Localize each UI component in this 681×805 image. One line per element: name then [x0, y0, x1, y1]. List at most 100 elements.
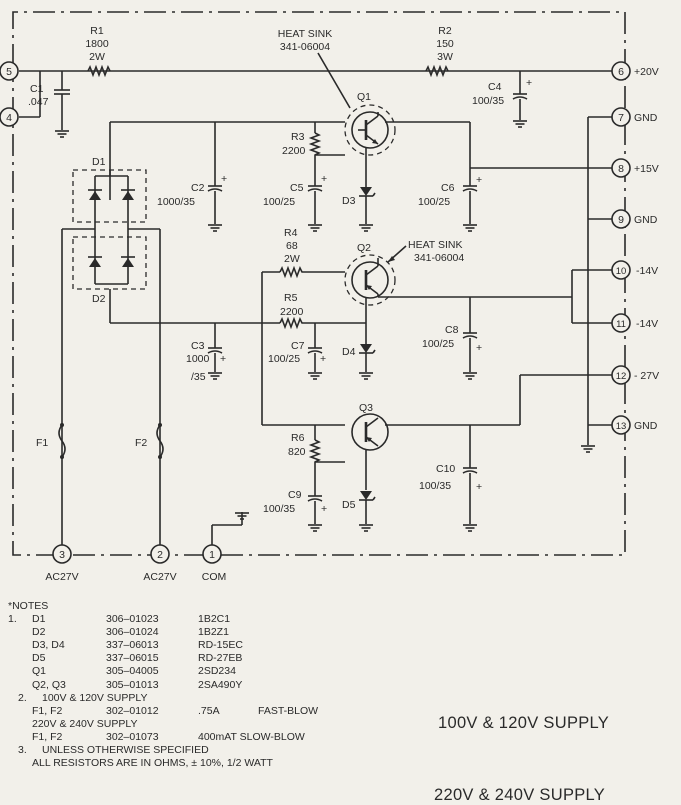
transistor-q1: [351, 111, 389, 149]
terminal-12: 12: [611, 365, 631, 385]
r5-val: 2200: [280, 306, 304, 318]
c9-ref: C9: [288, 489, 302, 501]
d4-ref: D4: [342, 346, 356, 358]
r4-watt: 2W: [284, 253, 300, 265]
heatsink1-title: HEAT SINK: [278, 28, 332, 40]
terminal-10: 10: [611, 260, 631, 280]
c7-plus: +: [320, 353, 326, 365]
supply-label-220-240: 220V & 240V SUPPLY: [434, 786, 606, 804]
heatsink2-part: 341-06004: [414, 252, 464, 264]
c7-val: 100/25: [268, 353, 300, 365]
svg-text:13: 13: [616, 421, 627, 432]
t12-label: - 27V: [634, 370, 659, 382]
terminal-13: 13: [611, 415, 631, 435]
resistor-r3: [308, 132, 322, 170]
q1-ref: Q1: [357, 91, 371, 103]
c4-val: 100/35: [472, 95, 504, 107]
c6-ref: C6: [441, 182, 455, 194]
d5-ref: D5: [342, 499, 356, 511]
terminal-8: 8: [611, 158, 631, 178]
t1-label: COM: [202, 571, 227, 583]
capacitor-c2: [207, 185, 223, 192]
f1-ref: F1: [36, 437, 48, 449]
heatsink2-title: HEAT SINK: [408, 239, 462, 251]
capacitor-c5: [307, 185, 323, 192]
r6-ref: R6: [291, 432, 305, 444]
c10-plus: +: [476, 481, 482, 493]
r2-watt: 3W: [437, 51, 453, 63]
svg-text:11: 11: [616, 319, 626, 330]
t8-label: +15V: [634, 163, 659, 175]
c5-ref: C5: [290, 182, 304, 194]
c1-ref: C1: [30, 83, 44, 95]
svg-text:1: 1: [209, 549, 215, 561]
svg-text:9: 9: [618, 214, 624, 226]
resistor-r5: [279, 316, 366, 330]
zener-d3: [360, 187, 372, 196]
r2-ref: R2: [438, 25, 452, 37]
r6-val: 820: [288, 446, 306, 458]
svg-text:6: 6: [618, 66, 624, 78]
svg-text:3: 3: [59, 549, 65, 561]
r1-val: 1800: [85, 38, 109, 50]
terminal-2: 2: [150, 544, 170, 564]
t7-label: GND: [634, 112, 658, 124]
capacitor-c6: [462, 185, 478, 192]
resistor-r1: [87, 64, 111, 78]
c2-ref: C2: [191, 182, 205, 194]
c6-val: 100/25: [418, 196, 450, 208]
svg-text:5: 5: [6, 66, 12, 78]
d1-ref: D1: [92, 156, 106, 168]
svg-text:7: 7: [618, 112, 624, 124]
terminal-1: 1: [202, 544, 222, 564]
heatsink1-part: 341-06004: [280, 41, 330, 53]
c3-plus: +: [220, 353, 226, 365]
t10-label: -14V: [636, 265, 658, 277]
board-outline: [12, 11, 626, 556]
q3-ref: Q3: [359, 402, 373, 414]
c3-ref: C3: [191, 340, 205, 352]
diode-bridge-d1: [88, 189, 135, 200]
fuse-f1: [58, 424, 66, 458]
c10-val: 100/35: [419, 480, 451, 492]
c5-val: 100/25: [263, 196, 295, 208]
r4-val: 68: [286, 240, 298, 252]
c3-val2: /35: [191, 371, 206, 383]
diode-bridge-d2: [88, 256, 135, 267]
f2-ref: F2: [135, 437, 147, 449]
r4-ref: R4: [284, 227, 298, 239]
svg-text:2: 2: [157, 549, 163, 561]
note-row: 2.100V & 120V SUPPLY: [18, 691, 148, 704]
capacitor-c10: [462, 467, 478, 474]
q2-ref: Q2: [357, 242, 371, 254]
c8-val: 100/25: [422, 338, 454, 350]
d2-ref: D2: [92, 293, 106, 305]
t2-label: AC27V: [143, 571, 176, 583]
t6-label: +20V: [634, 66, 659, 78]
r1-watt: 2W: [89, 51, 105, 63]
terminal-7: 7: [611, 107, 631, 127]
c9-plus: +: [321, 503, 327, 515]
note-row: ALL RESISTORS ARE IN OHMS, ± 10%, 1/2 WA…: [32, 757, 273, 770]
note-row: 3.UNLESS OTHERWISE SPECIFIED: [18, 744, 209, 757]
c8-ref: C8: [445, 324, 459, 336]
terminal-6: 6: [611, 61, 631, 81]
svg-text:12: 12: [616, 371, 627, 382]
svg-text:4: 4: [6, 112, 12, 124]
terminal-9: 9: [611, 209, 631, 229]
terminal-5: 5: [0, 61, 19, 81]
terminal-3: 3: [52, 544, 72, 564]
r2-val: 150: [436, 38, 454, 50]
c6-plus: +: [476, 174, 482, 186]
c10-ref: C10: [436, 463, 455, 475]
